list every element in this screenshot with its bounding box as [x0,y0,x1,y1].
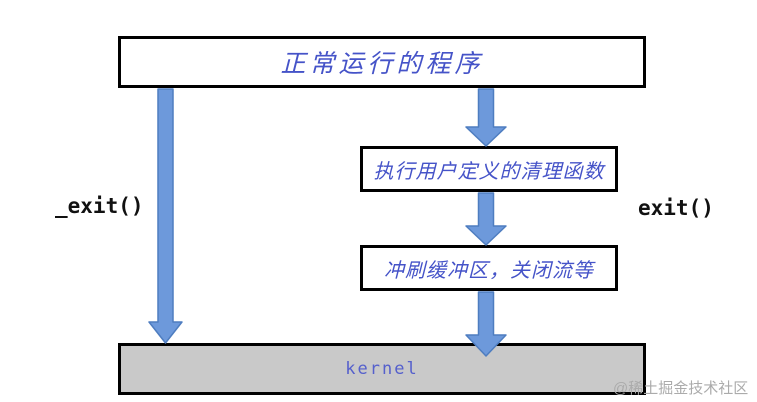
arrow-cleanup-to-flush-icon [465,192,507,246]
watermark: @稀土掘金技术社区 [613,380,749,397]
flush-box: 冲刷缓冲区，关闭流等 [360,245,618,291]
arrow-program-to-cleanup-icon [465,88,507,147]
program-box: 正常运行的程序 [118,36,646,88]
flush-box-label: 冲刷缓冲区，关闭流等 [384,259,594,282]
exit-label: exit() [638,196,714,220]
cleanup-box-label: 执行用户定义的清理函数 [373,160,605,183]
kernel-box-label: kernel [345,359,419,379]
kernel-box: kernel [118,343,646,395]
cleanup-box: 执行用户定义的清理函数 [360,146,618,192]
exit-direct-arrow-icon [148,88,183,344]
underscore-exit-label: _exit() [55,194,144,218]
program-box-label: 正常运行的程序 [280,51,484,78]
